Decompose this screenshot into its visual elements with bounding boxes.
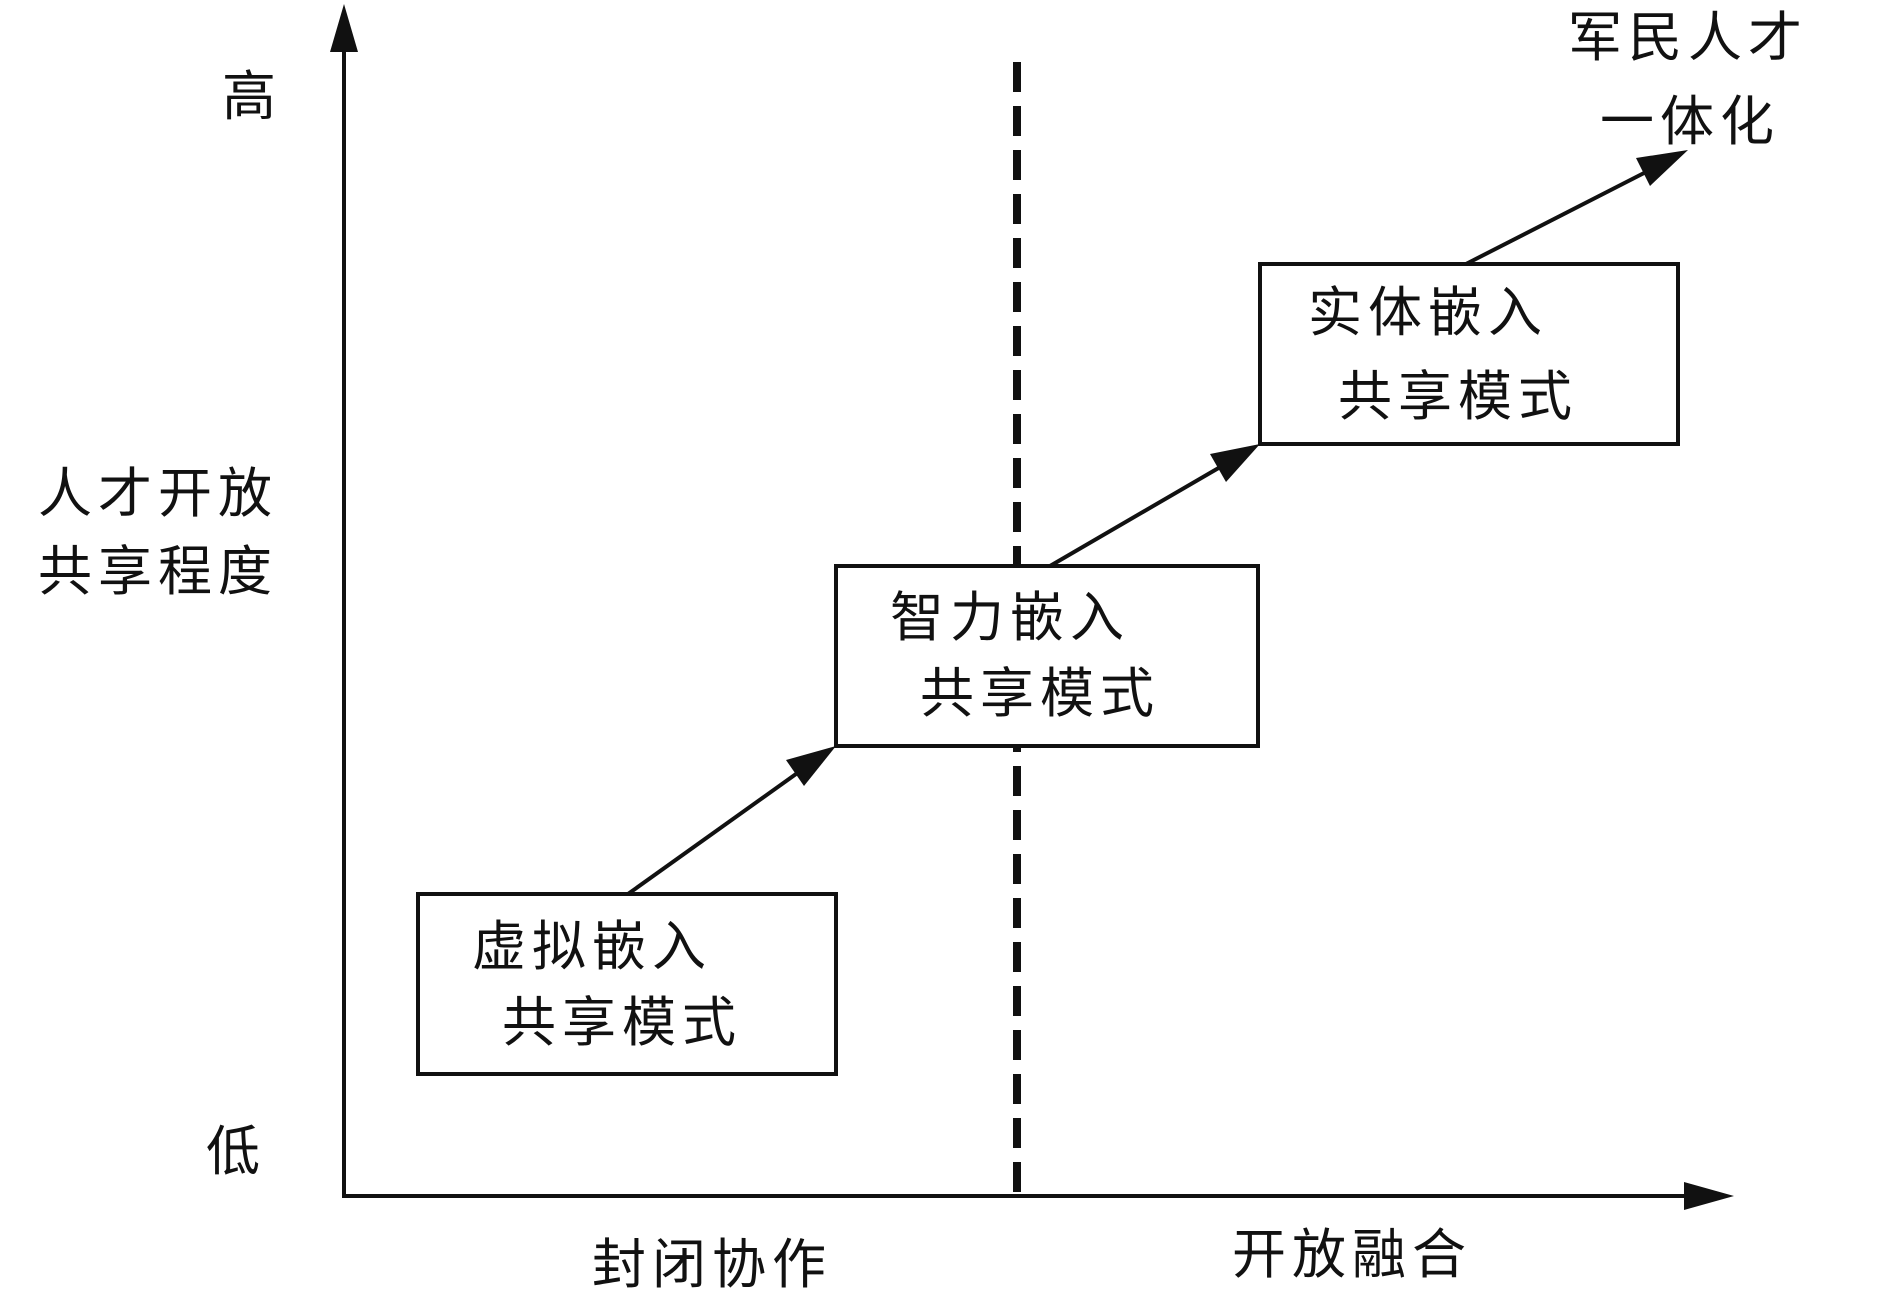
stage-label-line1: 智力嵌入 (890, 586, 1130, 649)
stage-label-line2: 共享模式 (502, 991, 742, 1054)
x-axis-arrow-icon (1684, 1182, 1734, 1210)
x-axis (342, 1182, 1734, 1210)
arrow-stage3-to-goal (1465, 150, 1688, 266)
arrowhead-icon (1210, 444, 1260, 482)
stage-label-line1: 虚拟嵌入 (472, 915, 712, 978)
goal-label-line2: 一体化 (1600, 90, 1780, 153)
y-axis-title-line1: 人才开放 (38, 462, 278, 525)
x-right-label: 开放融合 (1232, 1223, 1472, 1286)
x-left-label: 封闭协作 (592, 1233, 832, 1296)
stage-box-intellectual: 智力嵌入 共享模式 (834, 564, 1260, 748)
arrowhead-icon (1636, 150, 1688, 186)
stage-label-line2: 共享模式 (1338, 365, 1578, 428)
y-axis-title-line2: 共享程度 (38, 540, 278, 603)
y-axis (330, 4, 358, 1196)
arrow-stage2-to-stage3 (1048, 444, 1260, 568)
stage-label-line1: 实体嵌入 (1308, 281, 1548, 344)
stage-box-virtual: 虚拟嵌入 共享模式 (416, 892, 838, 1076)
arrowhead-icon (786, 746, 836, 786)
arrow-stage1-to-stage2 (626, 746, 836, 896)
stage-box-physical: 实体嵌入 共享模式 (1258, 262, 1680, 446)
y-axis-arrow-icon (330, 4, 358, 52)
y-low-label: 低 (206, 1120, 266, 1183)
y-high-label: 高 (222, 65, 282, 128)
goal-label-line1: 军民人才 (1568, 6, 1808, 69)
stage-label-line2: 共享模式 (920, 662, 1160, 725)
